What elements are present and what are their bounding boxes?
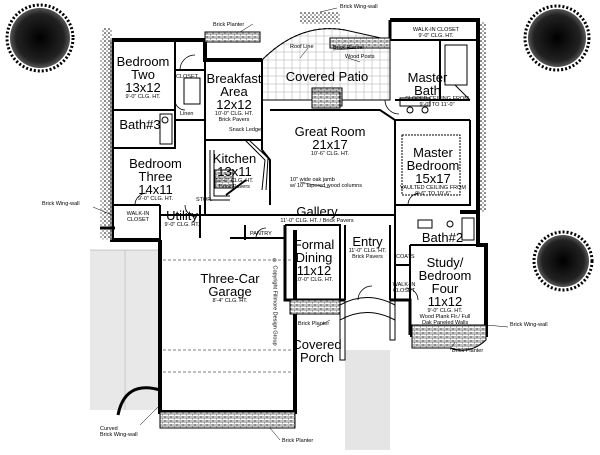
room-utility: Utility 9'-0" CLG. HT.: [164, 208, 200, 228]
bath3-fixtures: [159, 77, 201, 145]
room-gallery: Gallery 11'-0" CLG. HT. / Brick Pavers: [280, 204, 354, 224]
tree-top-right: [523, 4, 591, 72]
room-bedroom-two: Bedroom Two 13x12 9'-0" CLG. HT.: [116, 54, 170, 100]
room-entry: Entry 11'-0" CLG. HT. Brick Pavers: [348, 234, 387, 261]
label-brick-planter-study: Brick Planter: [452, 348, 484, 354]
label-brick-wing-wall-right: Brick Wing-wall: [510, 322, 548, 328]
room-bath-2: Bath#2: [421, 230, 464, 245]
label-coats: COATS: [396, 254, 415, 260]
master-bath-note: SLOPED CEILING FROM 9'-0" TO 11'-0": [405, 96, 469, 109]
planter-top-left: [204, 31, 261, 43]
room-great-room: Great Room 21x17 10'-6" CLG. HT.: [294, 124, 366, 157]
planter-bottom: [159, 411, 296, 429]
walkin-closet-left: WALK-IN CLOSET: [126, 211, 150, 224]
label-roof-line: Roof Line: [290, 44, 314, 50]
label-pantry: PANTRY: [250, 231, 272, 237]
label-brick-planter-top-center: Brick Planter: [333, 45, 365, 51]
planter-porch: [289, 299, 341, 315]
label-snack-ledge: Snack Ledge: [229, 127, 262, 133]
label-brick-wing-wall-top: Brick Wing-wall: [340, 4, 378, 10]
front-walkway: [345, 350, 390, 450]
walkin-closet-top: WALK-IN CLOSET 9'-0" CLG. HT.: [412, 27, 460, 40]
kitchen-counters: [209, 139, 269, 201]
room-master-bedroom: Master Bedroom 15x17 VAULTED CEILING FRO…: [400, 145, 466, 198]
label-wood-posts: Wood Posts: [345, 54, 375, 60]
room-kitchen: Kitchen 13x11 10'-0" CLG. HT. Brick Pave…: [212, 151, 257, 191]
tree-right: [532, 230, 594, 292]
bath2-fixtures: [417, 217, 475, 241]
room-study-bedroom-four: Study/ Bedroom Four 11x12 9'-0" CLG. HT.…: [418, 255, 472, 327]
room-bedroom-three: Bedroom Three 14x11 9'-0" CLG. HT.: [129, 156, 182, 202]
label-stor: STOR.: [196, 197, 213, 203]
label-brick-wing-wall-left: Brick Wing-wall: [42, 201, 80, 207]
room-breakfast-area: Breakfast Area 12x12 10'-0" CLG. HT. Bri…: [206, 71, 262, 124]
label-copyright: © Copyright Fillmore Design Group: [271, 258, 278, 346]
room-master-bath: Master Bath: [407, 70, 448, 98]
walkin-closet-study: WALK-IN CLOSET: [392, 282, 416, 295]
master-bath-fixtures: [399, 44, 471, 196]
label-linen: Linen: [180, 111, 194, 117]
tree-top-left: [5, 3, 75, 73]
room-formal-dining: Formal Dining 11x12 10'-0" CLG. HT.: [293, 237, 335, 283]
label-curved-wing-wall: Curved Brick Wing-wall: [100, 426, 138, 439]
label-brick-planter-porch: Brick Planter: [298, 321, 330, 327]
planter-study: [411, 324, 487, 351]
beam-note: 10" wide oak jamb w/ 10" tapered wood co…: [290, 177, 362, 190]
label-closet: CLOSET: [176, 74, 199, 80]
label-brick-planter-bottom: Brick Planter: [282, 438, 314, 444]
room-covered-porch: Covered Porch: [292, 337, 342, 365]
interior-walls: [112, 39, 478, 300]
room-bath-3: Bath#3: [119, 117, 161, 132]
label-brick-planter-top-left: Brick Planter: [213, 22, 245, 28]
room-covered-patio: Covered Patio: [285, 69, 369, 84]
room-three-car-garage: Three-Car Garage 8'-4" CLG. HT.: [200, 271, 260, 304]
